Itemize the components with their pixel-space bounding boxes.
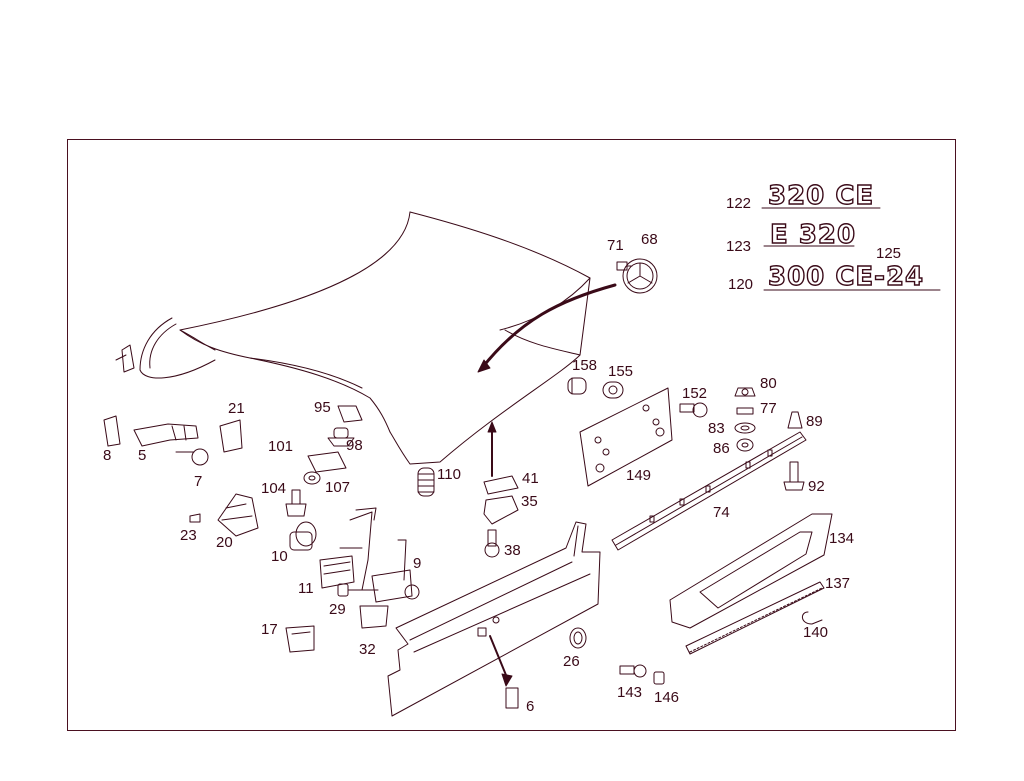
callout-71: 71 [607, 237, 624, 254]
callout-152: 152 [682, 385, 708, 402]
callout-8: 8 [103, 447, 112, 464]
trim-strip-drawing [612, 432, 806, 550]
callout-83: 83 [708, 420, 725, 437]
callout-17: 17 [261, 621, 278, 638]
diagram-frame [67, 139, 956, 731]
callout-110: 110 [437, 466, 461, 483]
emblem-underlines [762, 208, 940, 290]
callout-29: 29 [329, 601, 346, 618]
callout-125: 125 [876, 245, 902, 262]
callout-23: 23 [180, 527, 197, 544]
callout-98: 98 [346, 437, 363, 454]
callout-155: 155 [608, 363, 634, 380]
callout-21: 21 [228, 400, 245, 417]
buffer-parts-drawing [418, 422, 518, 557]
callout-35: 35 [521, 493, 538, 510]
callout-122: 122 [726, 195, 752, 212]
callout-134: 134 [829, 530, 855, 547]
trunk-lid-drawing [116, 212, 615, 464]
callout-89: 89 [806, 413, 823, 430]
lock-assembly-drawing [286, 508, 419, 652]
callout-86: 86 [713, 440, 730, 457]
callout-20: 20 [216, 534, 233, 551]
callout-38: 38 [504, 542, 521, 559]
callout-32: 32 [359, 641, 376, 658]
latch-parts-drawing [104, 406, 362, 536]
callout-101: 101 [268, 438, 294, 455]
callout-74: 74 [713, 504, 730, 521]
callout-10: 10 [271, 548, 288, 565]
callout-120: 120 [728, 276, 754, 293]
callout-5: 5 [138, 447, 147, 464]
callout-140: 140 [803, 624, 829, 641]
callout-92: 92 [808, 478, 825, 495]
callout-137: 137 [825, 575, 851, 592]
callout-6: 6 [526, 698, 535, 715]
callout-77: 77 [760, 400, 777, 417]
callout-123: 123 [726, 238, 752, 255]
callout-158: 158 [572, 357, 598, 374]
callout-149: 149 [626, 467, 652, 484]
badge-300-ce-24: 300 CE-24 [767, 262, 925, 292]
callout-107: 107 [325, 479, 351, 496]
callout-95: 95 [314, 399, 331, 416]
badge-e320: E 320 [769, 220, 857, 250]
callout-7: 7 [194, 473, 203, 490]
badge-320-ce: 320 CE [767, 181, 875, 211]
callout-11: 11 [298, 580, 314, 597]
callout-146: 146 [654, 689, 680, 706]
fasteners-right-drawing [620, 388, 804, 684]
star-emblem-drawing [617, 259, 657, 293]
callout-80: 80 [760, 375, 777, 392]
callout-68: 68 [641, 231, 658, 248]
tail-panel-drawing [670, 514, 832, 654]
callout-41: 41 [522, 470, 539, 487]
license-plate-drawing [568, 378, 672, 486]
callout-26: 26 [563, 653, 580, 670]
lower-panel-drawing [388, 522, 600, 716]
callout-104: 104 [261, 480, 287, 497]
callout-143: 143 [617, 684, 643, 701]
callout-9: 9 [413, 555, 422, 572]
